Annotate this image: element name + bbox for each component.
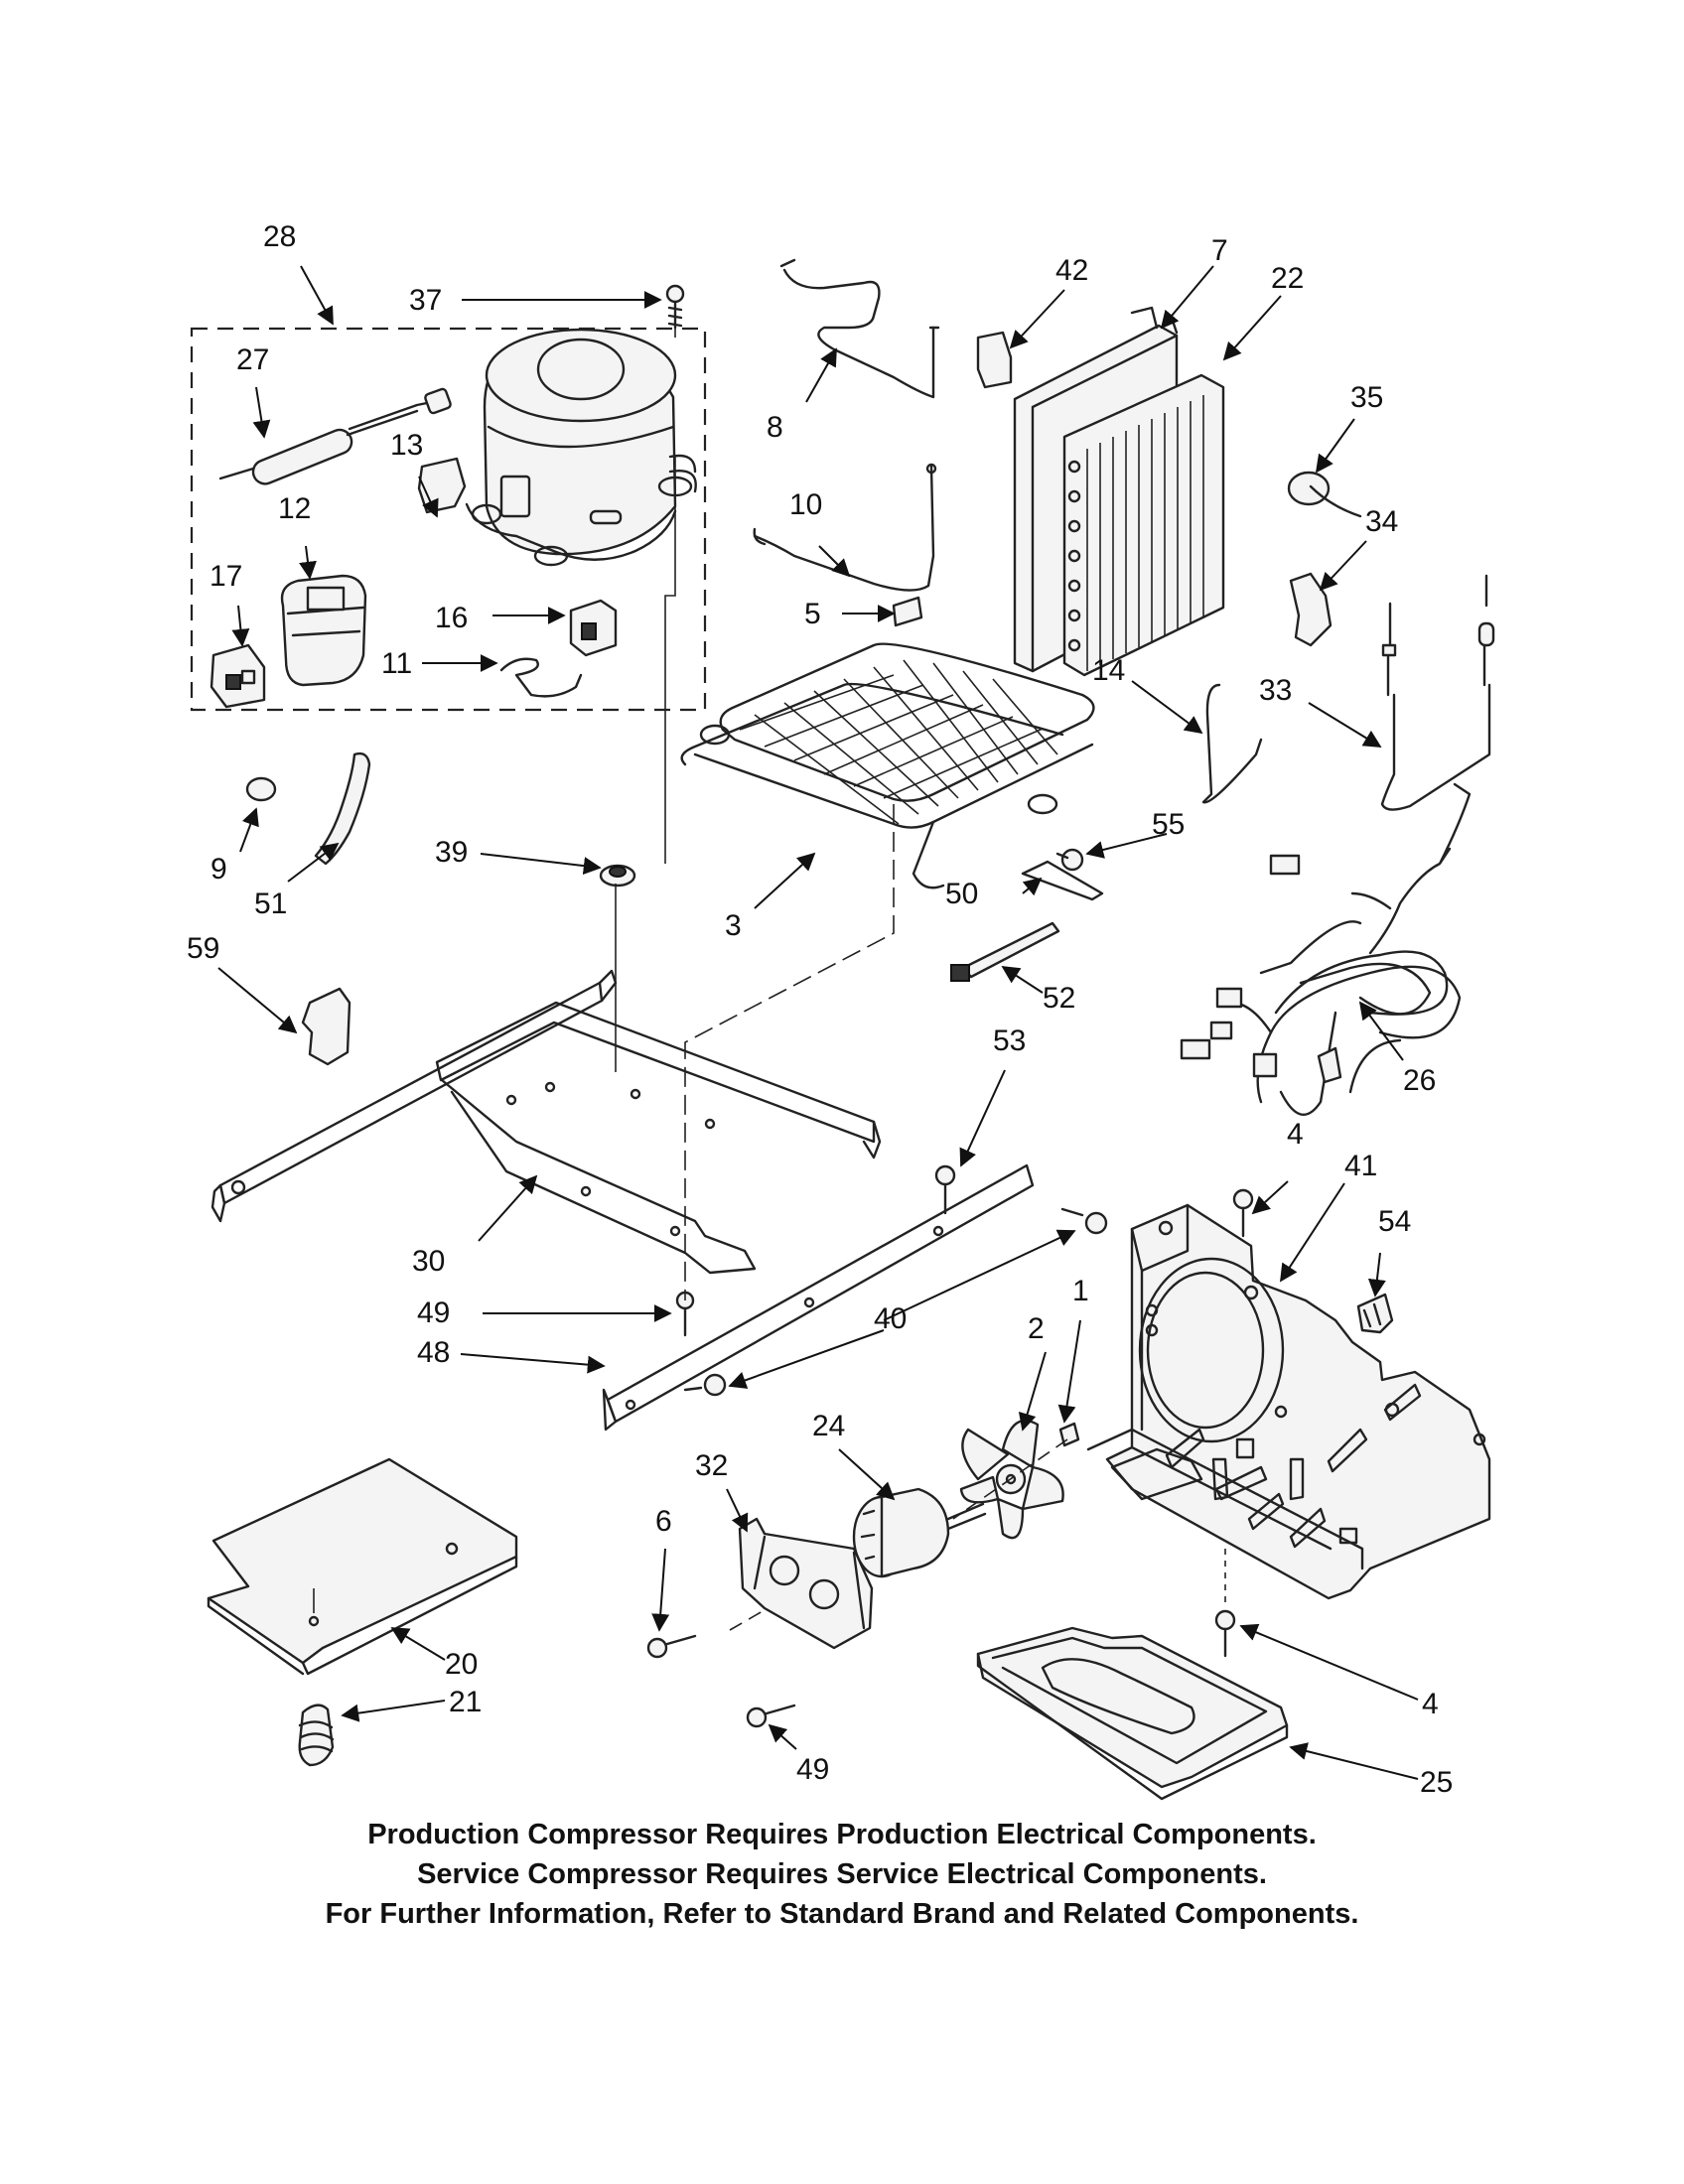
callout-55: 55: [1152, 808, 1185, 841]
callout-37: 37: [409, 284, 442, 317]
callout-11: 11: [381, 647, 412, 680]
callout-3: 3: [725, 909, 742, 942]
plug-part-9: [245, 776, 277, 802]
clip-part-42: [976, 331, 1013, 389]
compressor-part: [465, 328, 697, 567]
tie-strap-part: [950, 921, 1060, 982]
hose-part-51: [314, 751, 371, 866]
condenser-part: [1013, 306, 1225, 677]
callout-33: 33: [1259, 674, 1292, 707]
callout-9: 9: [210, 853, 227, 886]
cap-part-54: [1356, 1293, 1394, 1334]
callout-7: 7: [1211, 234, 1228, 267]
note-line-2: Service Compressor Requires Service Elec…: [417, 1858, 1267, 1890]
callout-8: 8: [767, 411, 783, 444]
callout-42: 42: [1055, 254, 1088, 287]
callout-49a: 49: [417, 1297, 450, 1329]
callout-49b: 49: [796, 1753, 829, 1786]
diagram-notes: Production Compressor Requires Productio…: [0, 1815, 1684, 1934]
callout-35: 35: [1350, 381, 1383, 414]
callout-leaders: [217, 265, 1419, 1780]
compressor-assembly-box: [190, 327, 707, 712]
clip-part-13: [417, 457, 467, 514]
wire-harness-part: [1180, 782, 1472, 1117]
callout-28: 28: [263, 220, 296, 253]
tube-part-10: [753, 465, 935, 592]
fan-motor-part: [852, 1487, 987, 1578]
screw-part-40b: [683, 1373, 727, 1397]
callout-51: 51: [254, 887, 287, 920]
clip-part-5: [892, 596, 923, 627]
clip-part-1: [1058, 1422, 1080, 1447]
thermostat-part-35: [1287, 471, 1362, 518]
screw-part-49b: [746, 1704, 796, 1728]
callout-4b: 4: [1422, 1688, 1439, 1720]
grommet-part-39: [599, 864, 636, 887]
motor-bracket-part: [738, 1517, 874, 1650]
clip-part-59: [301, 987, 351, 1066]
callout-34: 34: [1365, 505, 1398, 538]
cap-part-16: [569, 599, 618, 657]
callout-12: 12: [278, 492, 311, 525]
cover-plate-part: [207, 1457, 518, 1676]
callout-53: 53: [993, 1024, 1026, 1057]
callout-2: 2: [1028, 1312, 1045, 1345]
screw-part-40a: [1060, 1207, 1108, 1235]
callout-25: 25: [1420, 1766, 1453, 1799]
callout-52: 52: [1043, 982, 1075, 1015]
callout-17: 17: [210, 560, 242, 593]
callout-4a: 4: [1287, 1118, 1304, 1151]
callout-21: 21: [449, 1686, 482, 1718]
base-rail-part: [210, 969, 882, 1275]
callout-labels: 28 37 27 13 12 17 16 11 8 10 5 42 7 22 3…: [187, 220, 1453, 1799]
callout-5: 5: [804, 598, 821, 630]
note-line-1: Production Compressor Requires Productio…: [367, 1819, 1317, 1850]
callout-59: 59: [187, 932, 219, 965]
screw-part-6: [646, 1634, 697, 1659]
callout-1: 1: [1072, 1275, 1089, 1307]
tube-part-14: [1201, 683, 1263, 804]
callout-14: 14: [1092, 654, 1125, 687]
evaporator-coil-part: [680, 642, 1095, 889]
wire-part-11: [499, 657, 583, 698]
spring-part: [298, 1704, 335, 1767]
overload-part: [210, 643, 266, 709]
relay-part: [280, 574, 367, 687]
drier-part: [218, 387, 452, 485]
callout-27: 27: [236, 343, 269, 376]
callout-40: 40: [874, 1302, 907, 1335]
bracket-part-50: [1021, 848, 1104, 901]
screw-part-37: [665, 284, 685, 330]
bracket-part-34: [1289, 572, 1333, 647]
callout-48: 48: [417, 1336, 450, 1369]
cross-rail-part: [602, 1163, 1035, 1432]
callout-41: 41: [1344, 1150, 1377, 1182]
drain-pan-part: [976, 1626, 1289, 1801]
callout-54: 54: [1378, 1205, 1411, 1238]
callout-26: 26: [1403, 1064, 1436, 1097]
tube-part-33: [1380, 574, 1491, 811]
callout-24: 24: [812, 1410, 845, 1442]
callout-22: 22: [1271, 262, 1304, 295]
callout-16: 16: [435, 602, 468, 634]
fan-shroud-part: [1086, 1203, 1491, 1600]
callout-30: 30: [412, 1245, 445, 1278]
callout-6: 6: [655, 1505, 672, 1538]
tube-part-8: [782, 268, 935, 399]
callout-13: 13: [390, 429, 423, 462]
callout-20: 20: [445, 1648, 478, 1681]
fan-blade-part: [959, 1419, 1064, 1540]
callout-10: 10: [789, 488, 822, 521]
callout-39: 39: [435, 836, 468, 869]
screw-part-4a: [1232, 1188, 1254, 1238]
screw-part-4b: [1214, 1549, 1236, 1658]
note-line-3: For Further Information, Refer to Standa…: [325, 1898, 1359, 1930]
callout-32: 32: [695, 1449, 728, 1482]
callout-50: 50: [945, 878, 978, 910]
